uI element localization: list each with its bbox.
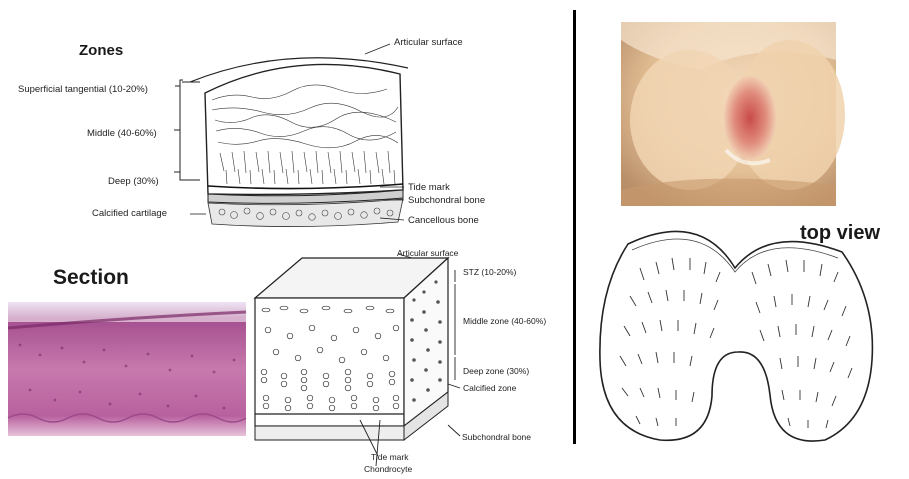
femoral-condyle-top-view [600,231,873,441]
block-label-subchondral-bone: Subchondral bone [462,432,531,443]
zone-label-calcified: Calcified cartilage [92,208,167,219]
top-view-title: top view [800,222,880,245]
label-articular-surface: Articular surface [394,37,463,48]
cartilage-lesion [724,76,776,160]
zones-title: Zones [79,42,123,59]
panel-divider [573,10,576,444]
zone-label-deep: Deep (30%) [108,176,159,187]
zone-label-superficial: Superficial tangential (10-20%) [18,84,148,95]
block-label-articular-surface: Articular surface [397,248,458,259]
block-label-tide-mark: Tide mark [371,452,408,463]
label-cancellous-bone: Cancellous bone [408,215,479,226]
histology-section [8,302,246,436]
block-label-middle-zone: Middle zone (40-60%) [463,316,546,327]
block-label-calcified-zone: Calcified zone [463,383,516,394]
zones-diagram [174,44,408,227]
label-subchondral-bone: Subchondral bone [408,195,485,206]
section-title: Section [53,266,129,290]
zone-brackets [174,80,200,180]
histology-image [8,302,246,436]
zone-label-middle: Middle (40-60%) [87,128,157,139]
knee-photo [621,22,845,206]
cartilage-zone-area [205,64,403,194]
block-label-stz: STZ (10-20%) [463,267,516,278]
label-tide-mark: Tide mark [408,182,450,193]
block-diagram [255,254,460,466]
block-label-deep-zone: Deep zone (30%) [463,366,529,377]
block-label-chondrocyte: Chondrocyte [364,464,412,475]
